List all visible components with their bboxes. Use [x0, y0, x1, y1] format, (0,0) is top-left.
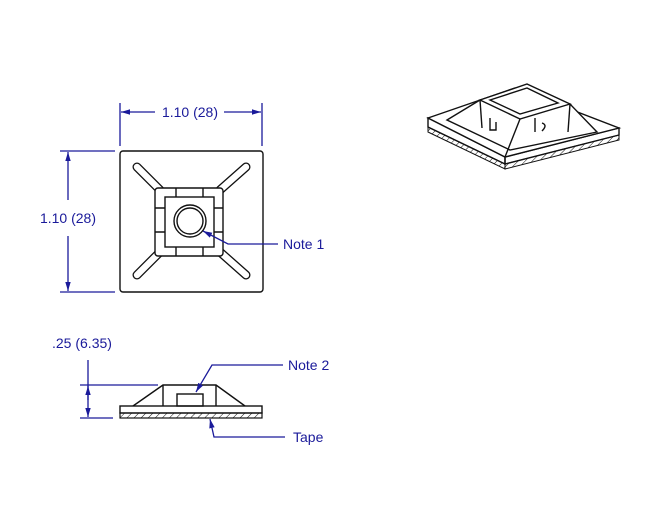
top-view: [119, 150, 264, 293]
width-dimension: 1.10 (28): [119, 103, 263, 146]
thickness-dimension: .25 (6.35): [52, 335, 158, 419]
height-dimension: 1.10 (28): [40, 150, 115, 293]
note1-label: Note 1: [283, 236, 324, 252]
tape-callout: Tape: [209, 418, 324, 445]
tape-label: Tape: [293, 429, 324, 445]
side-view: [119, 384, 263, 419]
width-label: 1.10 (28): [162, 104, 218, 120]
isometric-view: [426, 83, 622, 170]
note2-callout: Note 2: [195, 357, 329, 393]
note2-label: Note 2: [288, 357, 329, 373]
thickness-label: .25 (6.35): [52, 335, 112, 351]
height-label: 1.10 (28): [40, 210, 96, 226]
note1-callout: Note 1: [202, 230, 324, 252]
